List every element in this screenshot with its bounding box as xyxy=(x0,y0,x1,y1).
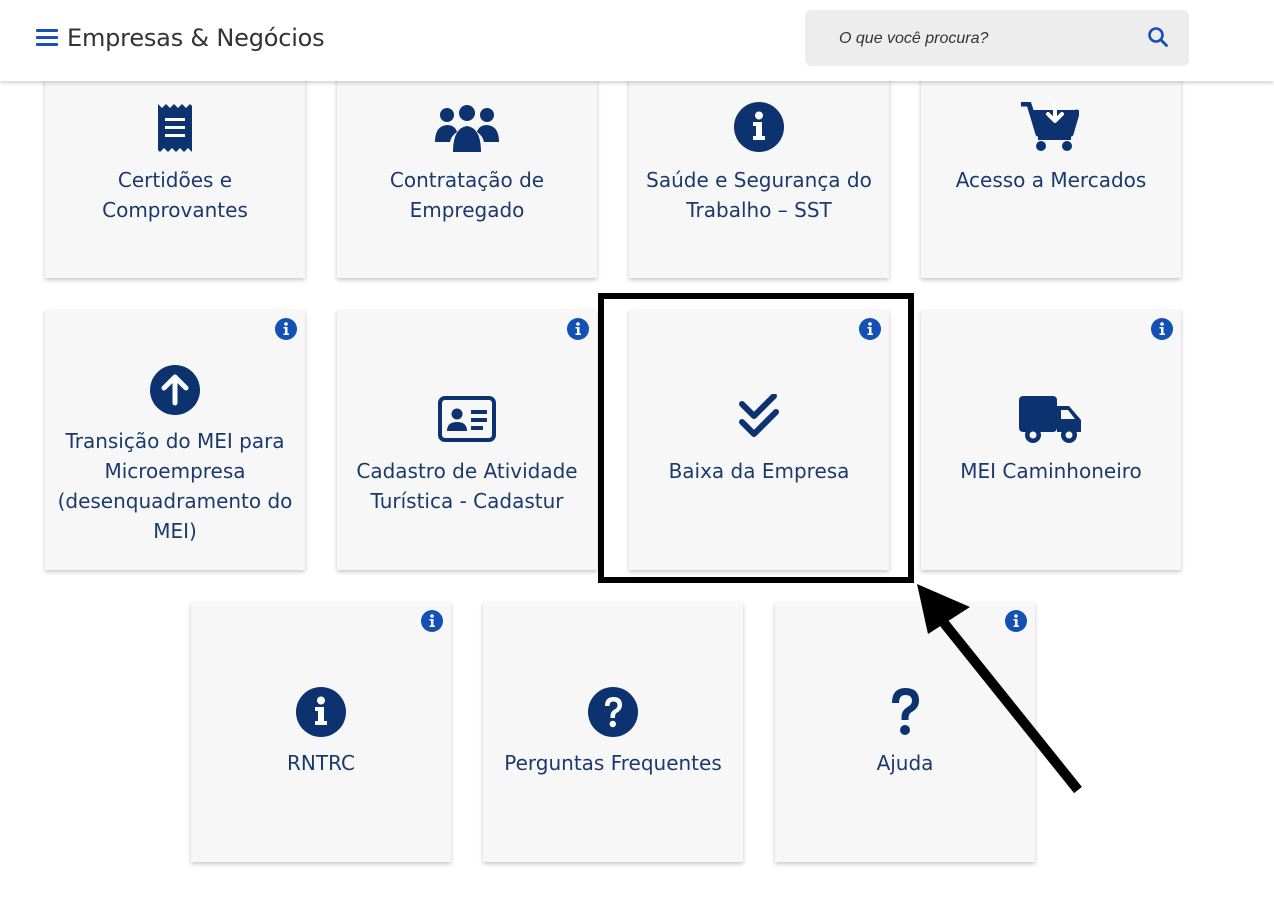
receipt-icon xyxy=(158,104,192,152)
card-label: Acesso a Mercados xyxy=(955,168,1147,192)
site-header: Empresas & Negócios xyxy=(0,0,1274,81)
card-rntrc[interactable]: RNTRC xyxy=(191,602,451,862)
card-cadastur[interactable]: Cadastro de Atividade Turística - Cadast… xyxy=(337,310,597,570)
search-input[interactable] xyxy=(837,27,1141,51)
card-mei-caminhoneiro[interactable]: MEI Caminhoneiro xyxy=(921,310,1181,570)
card-label: Perguntas Frequentes xyxy=(504,751,722,775)
question-circle-icon xyxy=(588,687,638,737)
info-button[interactable] xyxy=(275,318,297,340)
question-mark-icon xyxy=(892,688,919,735)
info-button[interactable] xyxy=(421,610,443,632)
search-icon[interactable] xyxy=(1147,26,1169,48)
card-label: Certidões e Comprovantes xyxy=(102,168,248,222)
card-label: Saúde e Segurança do Trabalho – SST xyxy=(646,168,872,222)
info-icon xyxy=(283,322,289,335)
info-icon xyxy=(1159,322,1165,335)
cart-download-icon xyxy=(1021,102,1079,151)
card-baixa-empresa[interactable]: Baixa da Empresa xyxy=(629,310,889,570)
card-ajuda[interactable]: Ajuda xyxy=(775,602,1035,862)
card-label: RNTRC xyxy=(287,751,355,775)
info-icon xyxy=(1013,614,1019,627)
users-icon xyxy=(435,105,499,152)
double-check-icon xyxy=(739,394,779,437)
menu-icon[interactable] xyxy=(36,27,58,49)
info-button[interactable] xyxy=(567,318,589,340)
info-icon xyxy=(867,322,873,335)
info-icon xyxy=(575,322,581,335)
card-label: Transição do MEI para Microempresa (dese… xyxy=(57,429,293,543)
arrow-up-circle-icon xyxy=(150,365,200,415)
truck-icon xyxy=(1019,396,1081,443)
info-circle-icon xyxy=(734,102,784,152)
info-icon xyxy=(429,614,435,627)
search-box xyxy=(805,10,1189,66)
card-label: Contratação de Empregado xyxy=(389,168,545,222)
card-transicao-mei[interactable]: Transição do MEI para Microempresa (dese… xyxy=(45,310,305,570)
id-card-icon xyxy=(438,396,496,442)
card-label: Cadastro de Atividade Turística - Cadast… xyxy=(356,459,578,513)
info-button[interactable] xyxy=(1005,610,1027,632)
card-label: Baixa da Empresa xyxy=(668,459,850,483)
info-circle-icon xyxy=(296,687,346,737)
info-button[interactable] xyxy=(859,318,881,340)
info-button[interactable] xyxy=(1151,318,1173,340)
card-perguntas-frequentes[interactable]: Perguntas Frequentes xyxy=(483,602,743,862)
card-label: MEI Caminhoneiro xyxy=(960,459,1142,483)
site-title[interactable]: Empresas & Negócios xyxy=(67,24,325,52)
card-label: Ajuda xyxy=(876,751,934,775)
